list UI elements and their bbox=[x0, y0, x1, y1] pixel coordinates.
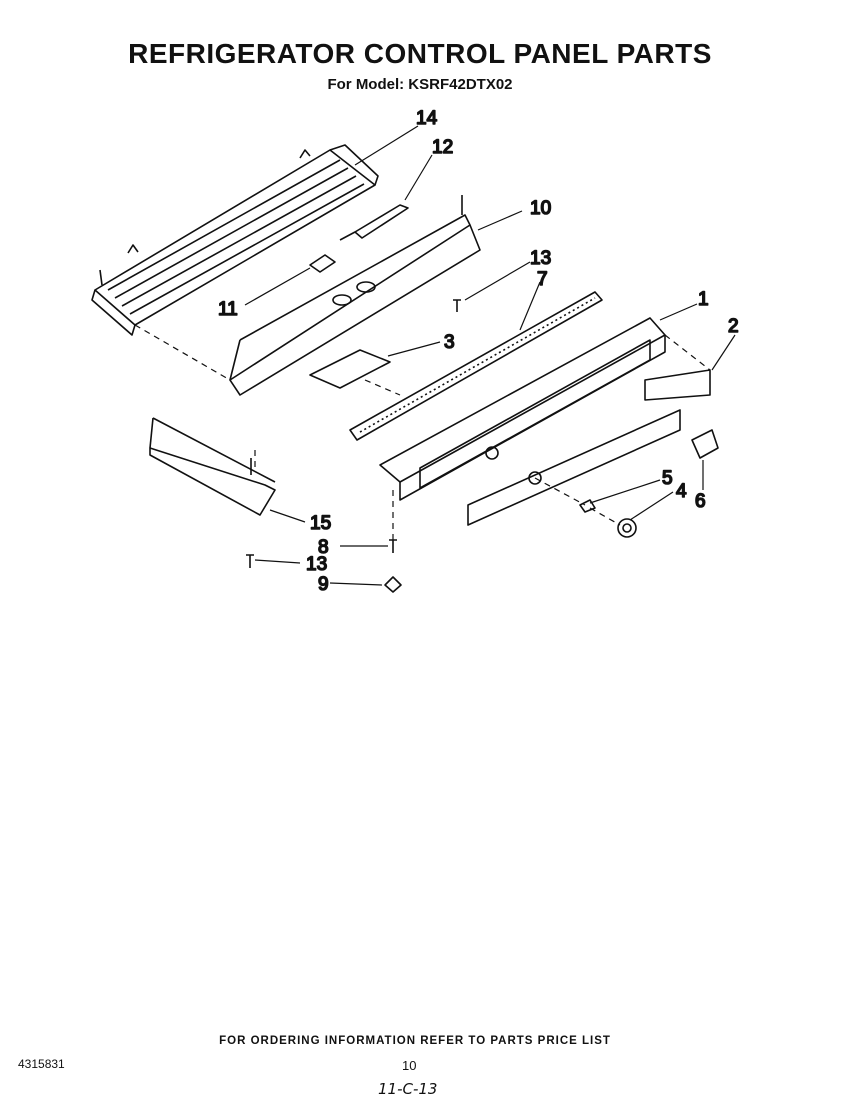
part-2-panel bbox=[467, 369, 711, 526]
part-15-lower-bracket bbox=[149, 417, 276, 516]
part-9-nut bbox=[384, 576, 402, 593]
part-8-screw bbox=[389, 539, 397, 553]
part-5-gasket bbox=[579, 499, 596, 513]
callout-13-upper: 13 bbox=[530, 248, 551, 269]
ordering-note: FOR ORDERING INFORMATION REFER TO PARTS … bbox=[219, 1035, 611, 1047]
assembly-lines bbox=[134, 324, 711, 540]
part-10-bracket bbox=[229, 195, 481, 396]
model-subtitle: For Model: KSRF42DTX02 bbox=[327, 76, 513, 93]
part-14-trim-cover bbox=[91, 144, 379, 336]
callout-labels: 14 12 10 13 7 1 2 11 3 5 4 6 15 8 13 9 bbox=[217, 107, 739, 596]
part-7-strip bbox=[349, 291, 603, 441]
callout-10: 10 bbox=[530, 198, 551, 219]
part-3-board bbox=[309, 349, 391, 389]
callout-3: 3 bbox=[444, 332, 455, 353]
page-title: REFRIGERATOR CONTROL PANEL PARTS bbox=[128, 38, 712, 69]
callout-14: 14 bbox=[416, 108, 438, 129]
callout-5: 5 bbox=[662, 468, 673, 489]
callout-9: 9 bbox=[318, 574, 329, 595]
part-11-clip bbox=[309, 254, 336, 273]
part-13-screw-upper bbox=[453, 299, 461, 312]
document-number: 4315831 bbox=[18, 1057, 65, 1071]
callout-4: 4 bbox=[676, 481, 687, 502]
callout-11: 11 bbox=[218, 299, 238, 320]
page-number: 10 bbox=[402, 1058, 417, 1073]
handwritten-note: 11-C-13 bbox=[378, 1080, 438, 1098]
part-12-sensor-tube bbox=[339, 204, 409, 241]
leader-lines bbox=[244, 125, 736, 586]
part-13-screw-lower bbox=[246, 554, 254, 568]
callout-15: 15 bbox=[310, 513, 331, 534]
callout-2: 2 bbox=[728, 316, 739, 337]
callout-13-lower: 13 bbox=[306, 554, 327, 575]
callout-8: 8 bbox=[318, 537, 329, 558]
part-6-switch bbox=[691, 429, 719, 459]
callout-1: 1 bbox=[698, 289, 709, 310]
part-4-knob bbox=[617, 518, 637, 538]
callout-6: 6 bbox=[695, 491, 706, 512]
callout-12: 12 bbox=[432, 137, 453, 158]
callout-7: 7 bbox=[537, 269, 548, 290]
